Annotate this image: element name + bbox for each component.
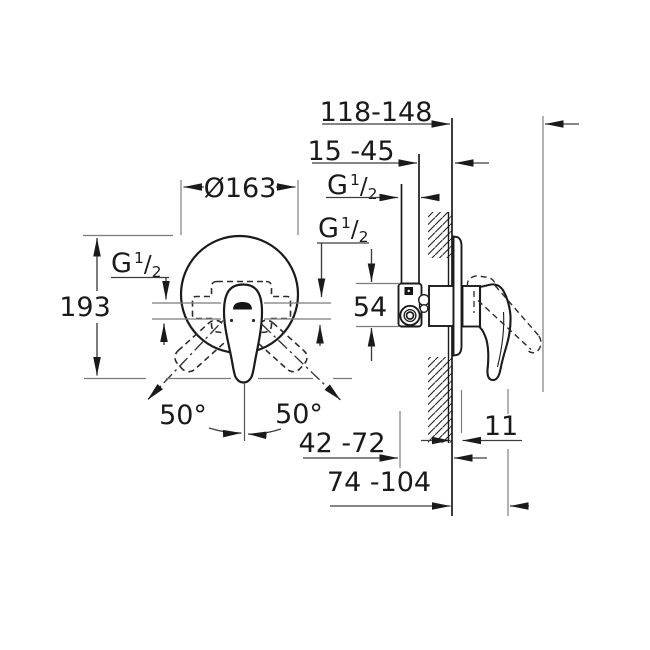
open-cap-dashed <box>466 275 497 287</box>
connection-port-lines <box>152 302 331 320</box>
dim-angle-right-label: 50° <box>275 399 323 430</box>
open-lever-tip-dashed <box>527 335 542 354</box>
handle-open-position-right-dashed <box>252 319 308 373</box>
dim-body-height-label: 54 <box>353 292 387 323</box>
dim-angle-left-label: 50° <box>159 400 207 431</box>
angle-right-curved-arrow <box>247 428 282 440</box>
thread-numerator: 1 <box>341 214 351 232</box>
thread-denominator: 2 <box>152 263 162 281</box>
dim-handle-projection-label: 74 -104 <box>327 467 431 498</box>
lever-handle-front <box>222 283 264 384</box>
thread-slash: / <box>351 217 359 243</box>
thread-numerator: 1 <box>350 171 360 189</box>
lever-open-position-dashed <box>466 275 542 354</box>
handle-hub-side <box>461 285 481 328</box>
union-nut-middle <box>403 308 417 323</box>
thread-prefix: G <box>327 170 348 201</box>
handle-cap-slot <box>233 302 252 310</box>
union-nut-outer <box>399 304 421 327</box>
thread-slash: / <box>144 252 152 278</box>
thread-numerator: 1 <box>134 249 144 267</box>
dim-supply-depth-label: 15 -45 <box>307 136 394 167</box>
dim-plate-diameter: Ø163 <box>180 173 299 235</box>
dim-supply-depth: 15 -45 <box>307 136 489 167</box>
dim-swing-angles: 50° 50° <box>84 377 352 441</box>
fixing-screw-upper <box>418 294 431 307</box>
angle-left-curved-arrow <box>208 427 242 438</box>
fixing-screw-lower <box>419 304 429 313</box>
dim-plate-offset-label: 11 <box>484 411 518 442</box>
rough-in-box-dashed-outline <box>191 280 292 334</box>
dim-total-depth-label: 118-148 <box>320 97 433 128</box>
thread-denominator: 2 <box>359 228 369 246</box>
side-section-view <box>397 118 542 516</box>
dim-overall-height-label: 193 <box>59 292 111 323</box>
dim-rough-in-depth-label: 42 -72 <box>298 428 385 459</box>
dim-plate-offset: 11 <box>421 390 522 445</box>
dim-body-height: 54 <box>353 249 400 361</box>
dim-handle-projection: 74 -104 <box>327 389 529 516</box>
union-nut-bore <box>405 311 415 320</box>
open-lever-upper-dashed <box>494 285 540 337</box>
dim-overall-height: 193 <box>59 234 173 376</box>
cap-screw-mark-right <box>251 318 256 323</box>
open-lever-lower-dashed <box>477 299 532 351</box>
handle-open-position-left-dashed <box>174 319 230 373</box>
cap-screw-mark-left <box>229 318 234 323</box>
dim-plate-diameter-label: Ø163 <box>204 173 277 204</box>
thread-prefix: G <box>318 213 339 244</box>
lever-blade-inner-edge <box>496 311 505 368</box>
dim-total-depth: 118-148 <box>320 97 579 392</box>
lever-handle-side <box>478 283 512 382</box>
swing-axis-left-dashdot <box>147 308 235 401</box>
dim-rough-in-depth: 42 -72 <box>298 411 487 468</box>
cartridge-housing <box>428 285 455 327</box>
thread-denominator: 2 <box>368 185 378 203</box>
escutcheon-plate-side <box>452 235 463 357</box>
port-square-pinhole <box>407 289 410 293</box>
thread-slash: / <box>360 174 368 200</box>
front-view <box>147 234 341 401</box>
thread-prefix: G <box>111 248 132 279</box>
